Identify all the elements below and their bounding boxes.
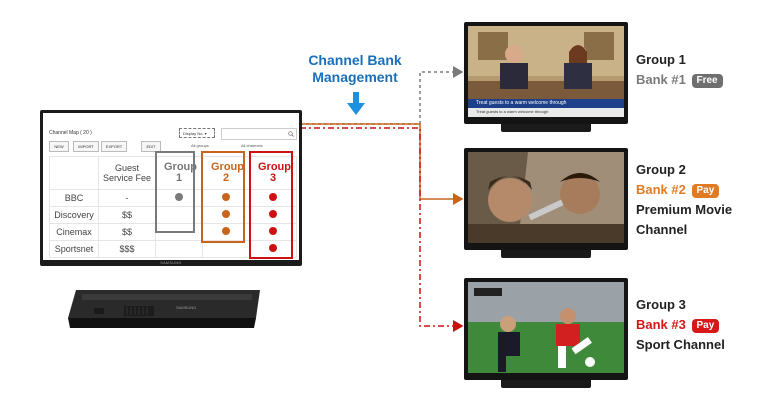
group2-cell (202, 240, 250, 258)
table-row: Discovery$$ (49, 206, 297, 224)
tv-group3 (464, 278, 628, 380)
channel-name-header (49, 156, 99, 190)
membership-dot (222, 227, 230, 235)
channel-bank-management-title: Channel Bank Management (308, 52, 402, 85)
group3-label: Group 3 (258, 161, 291, 184)
guest-fee-cell: - (98, 189, 156, 207)
group2-info: Group 2 Bank #2 Pay Premium Movie Channe… (636, 160, 732, 240)
channel-name-cell: BBC (49, 189, 99, 207)
guest-fee-cell: $$$ (98, 240, 156, 258)
all-groups-label: All groups (191, 143, 209, 148)
tv-group1: Treat guests to a warm welcome through T… (464, 22, 628, 124)
bank1-label: Bank #1 (636, 72, 686, 87)
bank2-label: Bank #2 (636, 182, 686, 197)
main-tv-brand: SAMSUNG (160, 261, 182, 265)
membership-dot (269, 227, 277, 235)
membership-dot (269, 244, 277, 252)
edit-button[interactable]: EDIT (141, 141, 161, 152)
bank3-label: Bank #3 (636, 317, 686, 332)
pay-badge-3: Pay (691, 319, 720, 333)
tv-group1-stand (501, 124, 591, 132)
membership-dot (269, 193, 277, 201)
free-badge: Free (691, 74, 723, 88)
channel-map-screen: Channel Map ( 20 ) NEW IMPORT EXPORT EDI… (43, 113, 299, 260)
group3-highlight (249, 151, 293, 259)
channel-map-title: Channel Map ( 20 ) (49, 130, 92, 136)
guest-fee-header: Guest Service Fee (98, 156, 156, 190)
display-dropdown-label: Display No. (183, 131, 204, 136)
group2-title: Group 2 (636, 162, 686, 177)
table-row: BBC- (49, 189, 297, 207)
tv-group1-screen: Treat guests to a warm welcome through T… (468, 26, 624, 117)
guest-fee-cell: $$ (98, 223, 156, 241)
export-button[interactable]: EXPORT (101, 141, 127, 152)
group1-info: Group 1 Bank #1 Free (636, 50, 723, 90)
guest-fee-cell: $$ (98, 206, 156, 224)
group1-cell (155, 240, 203, 258)
chevron-down-icon: ▾ (204, 131, 207, 136)
tv-group3-screen (468, 282, 624, 373)
group2-description: Premium Movie Channel (636, 202, 733, 237)
group2-highlight (201, 151, 245, 243)
tv-group2-stand (501, 250, 591, 258)
group3-title: Group 3 (636, 297, 686, 312)
ticker-top: Treat guests to a warm welcome through (476, 100, 567, 106)
display-dropdown[interactable]: Display No. ▾ (179, 128, 215, 138)
group2-label: Group 2 (211, 161, 244, 184)
search-input[interactable] (221, 128, 297, 140)
group3-info: Group 3 Bank #3 Pay Sport Channel (636, 295, 725, 355)
set-top-box-brand: SAMSUNG (176, 305, 197, 310)
tv-group3-stand (501, 380, 591, 388)
membership-dot (269, 210, 277, 218)
soccer-match-image (468, 282, 624, 373)
pay-badge-2: Pay (691, 184, 720, 198)
group3-description: Sport Channel (636, 337, 725, 352)
table-row: Cinemax$$ (49, 223, 297, 241)
membership-dot (222, 193, 230, 201)
search-icon (288, 131, 294, 137)
import-button[interactable]: IMPORT (73, 141, 99, 152)
main-display-tv: Channel Map ( 20 ) NEW IMPORT EXPORT EDI… (40, 110, 302, 266)
tv-group2-screen (468, 152, 624, 243)
group1-title: Group 1 (636, 52, 686, 67)
set-top-box (68, 290, 260, 328)
down-arrow-icon (347, 92, 365, 115)
new-button[interactable]: NEW (49, 141, 69, 152)
channel-name-cell: Sportsnet (49, 240, 99, 258)
channel-name-cell: Discovery (49, 206, 99, 224)
tv-group2 (464, 148, 628, 250)
news-anchors-image (468, 26, 624, 117)
membership-dot (222, 210, 230, 218)
channel-name-cell: Cinemax (49, 223, 99, 241)
group1-highlight (155, 151, 195, 233)
all-channels-label: All channels (241, 143, 263, 148)
group1-label: Group 1 (164, 161, 197, 184)
channel-map-table: Guest Service Fee Group 1 Group 2 Group … (49, 156, 297, 258)
membership-dot (175, 193, 183, 201)
movie-scene-image (468, 152, 624, 243)
ticker-bottom: Treat guests to a warm welcome through (476, 109, 549, 114)
group3-header: Group 3 (249, 156, 297, 190)
